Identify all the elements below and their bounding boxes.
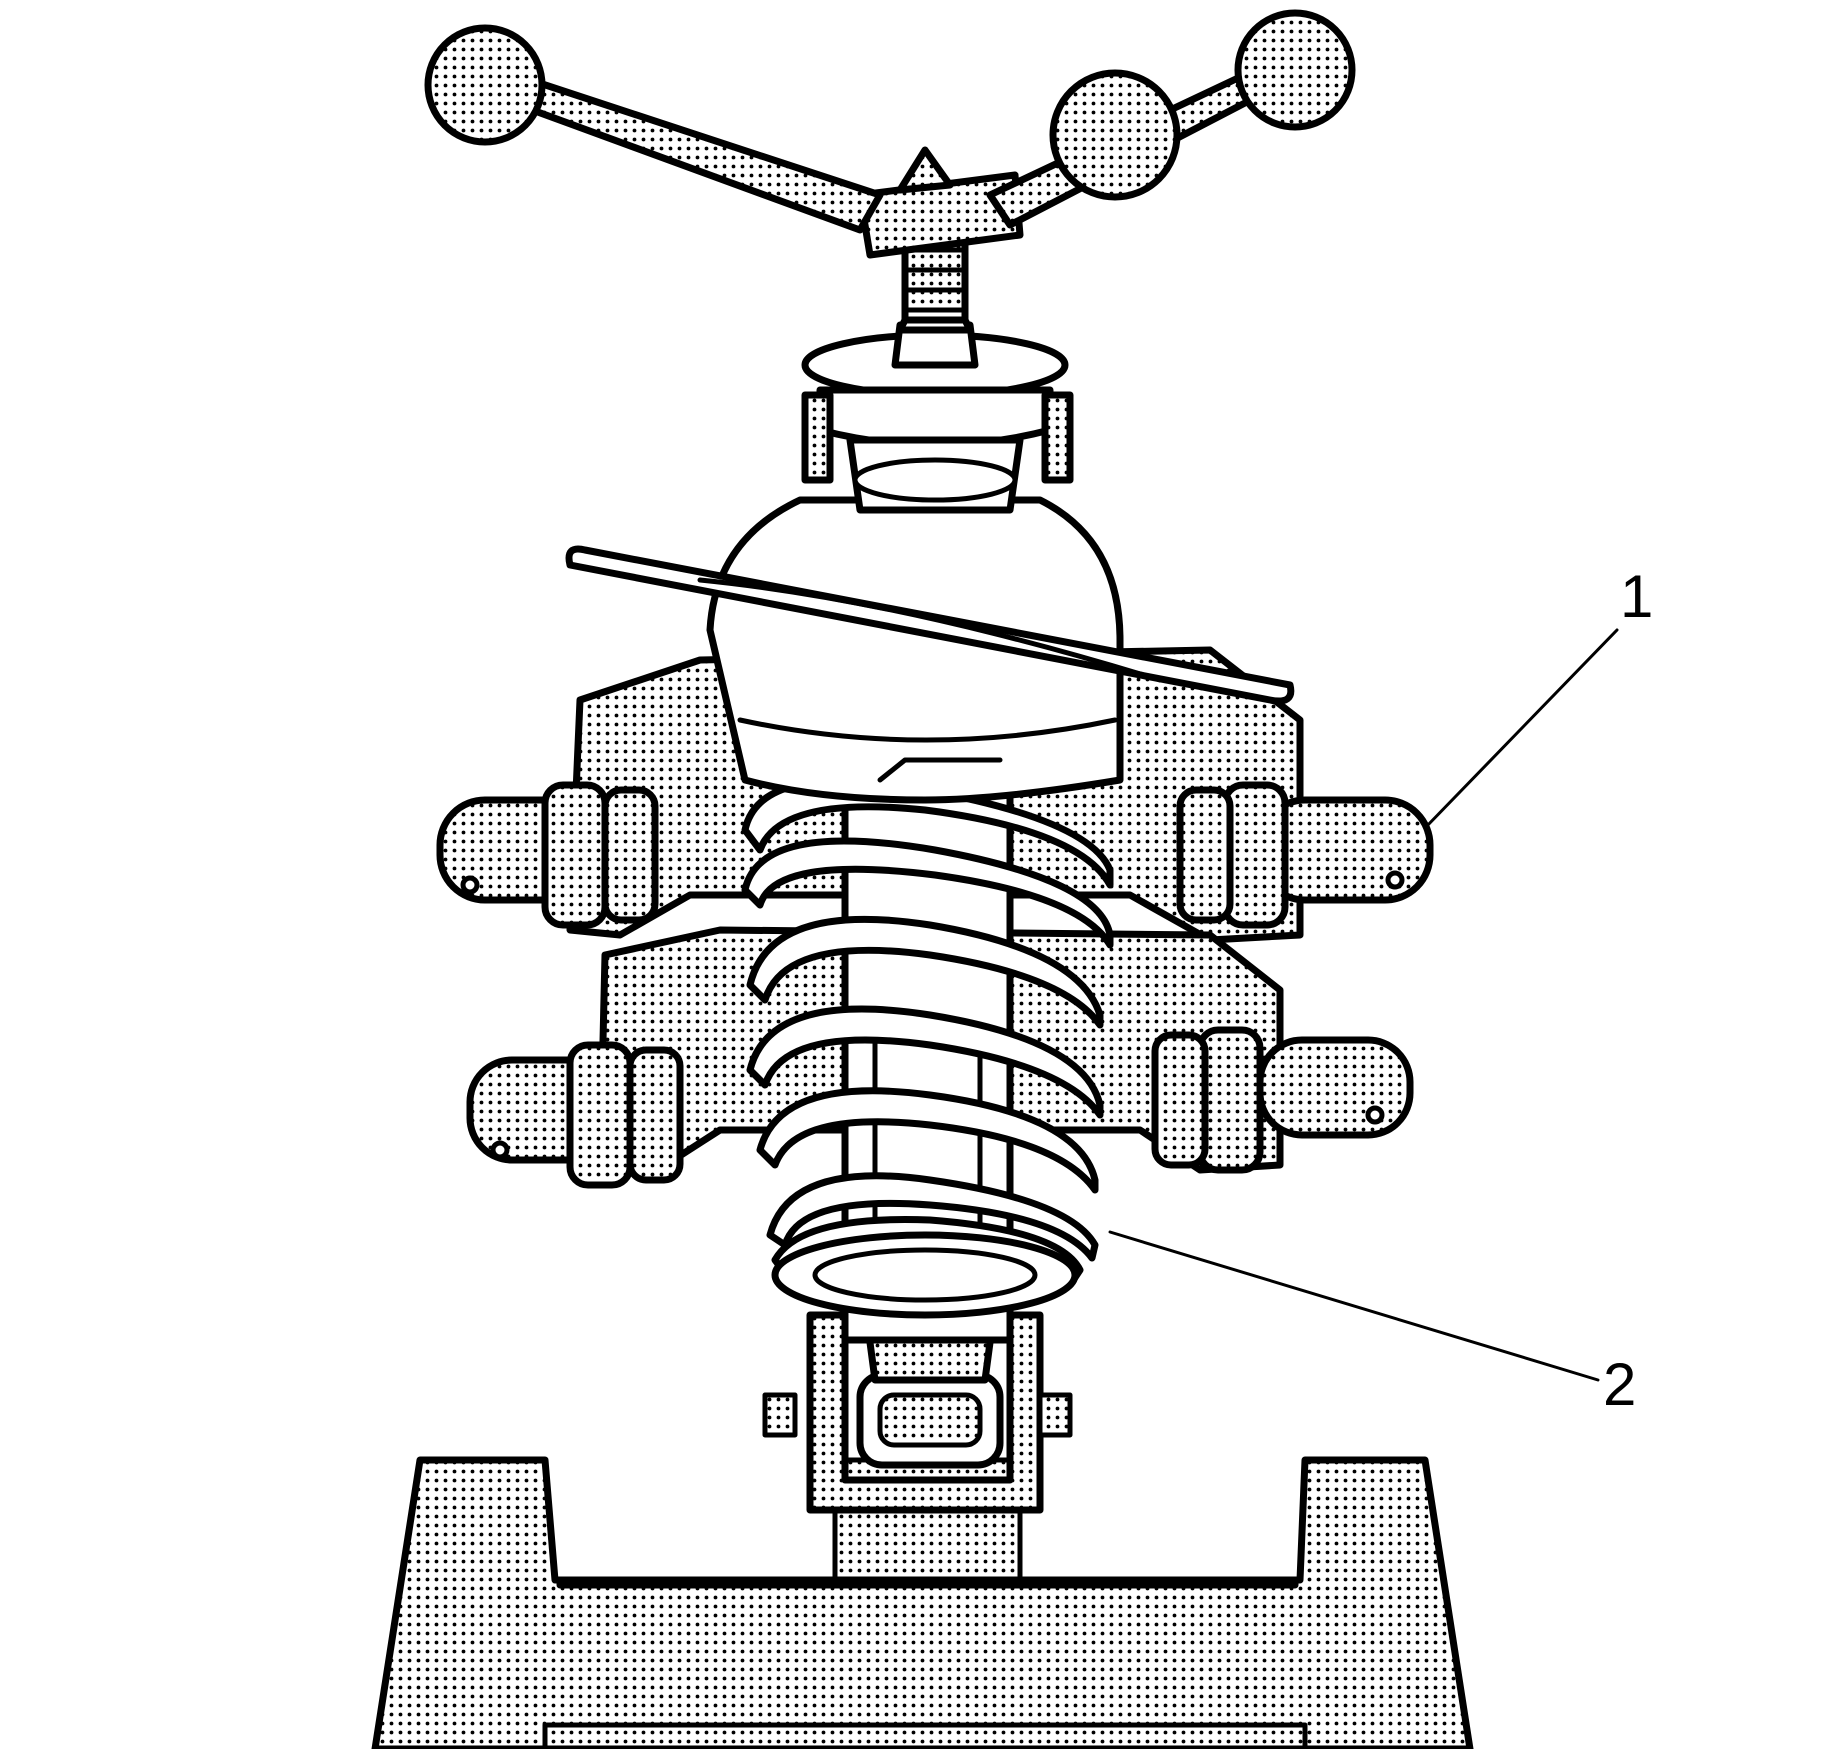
coil-spring: [741, 777, 1114, 1289]
callout-2-label: 2: [1603, 1351, 1636, 1418]
compressor-handle: [424, 9, 1356, 259]
lower-mount-clevis: [762, 1301, 1073, 1514]
callout-1: 1: [1423, 563, 1653, 830]
callout-1-label: 1: [1620, 563, 1653, 630]
upper-spring-plate: [565, 545, 1295, 705]
callout-2: 2: [1108, 1230, 1636, 1418]
strut-top-bearing: [801, 306, 1074, 514]
lower-spring-seat: [771, 1231, 1079, 1319]
upper-strut-mount: [706, 496, 1124, 804]
